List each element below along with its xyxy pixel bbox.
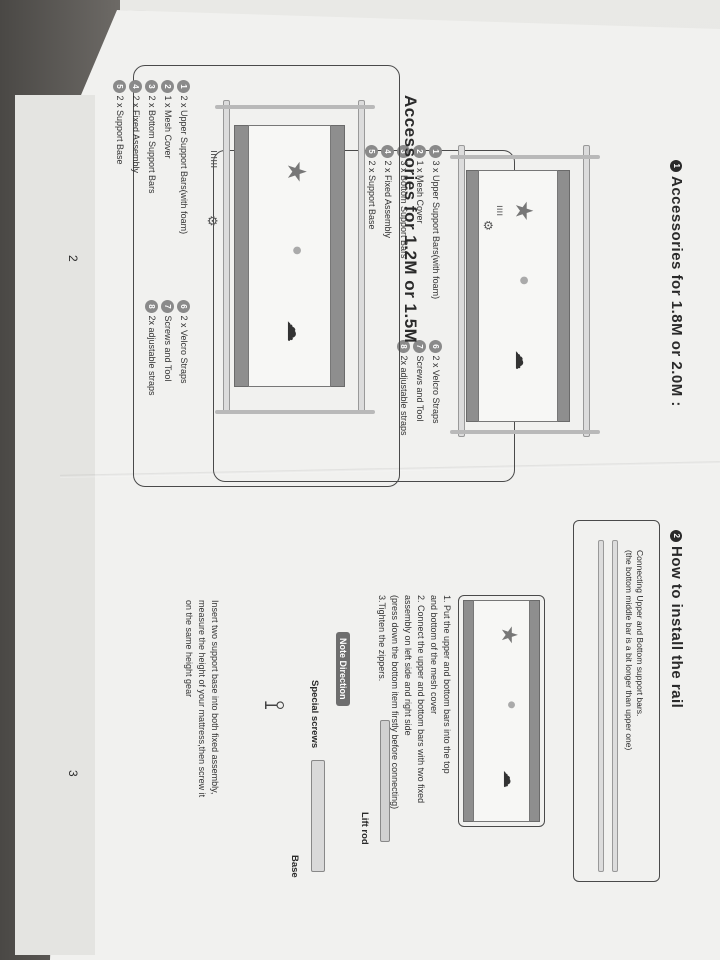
section2-star-icon: ★ <box>282 160 312 184</box>
section1-cloud-icon: ☁ <box>511 350 533 370</box>
section2-tool-icon: ⚙ <box>205 215 220 227</box>
section2-item: 8 2x adjustable straps <box>145 300 158 396</box>
install-heading: 2How to install the rail <box>668 530 685 708</box>
section2-item: 3 2 x Bottom Support Bars <box>145 80 158 234</box>
section1-item: 1 3 x Upper Support Bars(with foam) <box>429 145 442 299</box>
install-title: How to install the rail <box>668 546 685 709</box>
install-badge: 2 <box>669 530 682 542</box>
section1-screws-icon: ıııı <box>494 205 505 217</box>
support-text-line: Insert two support base into both fixed … <box>210 600 220 795</box>
special-screws-icon: ⟟ <box>259 700 290 711</box>
section2-cloud-icon: ☁ <box>283 320 308 342</box>
section1-heading: 1Accessories for 1.8M or 2.0M : <box>668 160 685 407</box>
install-connect-line2: (the bottom middle bar is a bit longer t… <box>624 550 634 751</box>
install-connect-line1: Connecting Upper and Bottom support bars… <box>635 550 645 717</box>
section1-star-icon: ★ <box>510 200 537 222</box>
section1-tool-icon: ⚙ <box>481 220 495 231</box>
section2-screws-icon: ıııııı <box>208 150 220 169</box>
special-screws-label: Special screws <box>309 680 320 749</box>
section2-bar-upper <box>358 100 365 412</box>
section2-item: 1 2 x Upper Support Bars(with foam) <box>177 80 190 234</box>
page-number-right: 3 <box>66 770 80 777</box>
support-text-line: measure the height of your mattress,then… <box>197 600 207 798</box>
section1-bar-lower <box>458 145 465 437</box>
page-number-left: 2 <box>66 255 80 262</box>
base-label: Base <box>289 855 300 878</box>
section2-fixed-assembly-right <box>215 410 375 414</box>
section2-item: 2 1 x Mesh Cover <box>161 80 174 234</box>
install-star-icon: ★ <box>497 625 522 645</box>
section1-bar-upper <box>583 145 590 437</box>
section1-fixed-assembly-right <box>450 430 600 434</box>
install-cloud-icon: ☁ <box>500 770 520 788</box>
sheet-under-layer <box>15 95 95 955</box>
section1-fixed-assembly-left <box>450 155 600 159</box>
section2-item: 5 2 x Support Base <box>113 80 126 234</box>
section1-badge: 1 <box>669 160 682 172</box>
section2-list-left: 1 2 x Upper Support Bars(with foam) 2 1 … <box>110 80 190 234</box>
install-connect-bar2 <box>598 540 604 872</box>
install-step: and bottom of the mesh cover <box>429 595 439 715</box>
section2-title: Accessories for 1.2M or 1.5M <box>401 95 420 344</box>
install-step: 2. Connect the upper and bottom bars wit… <box>416 595 426 804</box>
section1-bear-icon: ● <box>515 275 535 286</box>
section2-item: 4 2 x Fixed Assembly <box>129 80 142 234</box>
install-step: 1. Put the upper and bottom bars into th… <box>442 595 452 774</box>
support-text-line: on the same height gear <box>184 600 194 698</box>
lift-rod <box>380 720 390 842</box>
section2-bar-lower <box>223 100 230 412</box>
install-step: assembly on left side and right side <box>403 595 413 736</box>
install-support-text: Insert two support base into both fixed … <box>181 600 220 797</box>
fixed-assembly-base <box>311 760 325 872</box>
note-direction-label: Note Direction <box>336 632 350 706</box>
install-connect-bar1 <box>612 540 618 872</box>
section2-list-right: 6 2 x Velcro Straps 7 Screws and Tool 8 … <box>142 300 190 396</box>
section1-title: Accessories for 1.8M or 2.0M : <box>668 176 685 407</box>
section2-rail-top <box>329 125 345 387</box>
lift-rod-label: Lift rod <box>359 812 370 845</box>
section2-bear-icon: ● <box>288 245 308 256</box>
section2-fixed-assembly-left <box>215 105 375 109</box>
section1-item: 7 Screws and Tool <box>413 340 426 436</box>
section1-list-right: 6 2 x Velcro Straps 7 Screws and Tool 8 … <box>394 340 442 436</box>
section2-item: 7 Screws and Tool <box>161 300 174 396</box>
install-bear-icon: ● <box>503 700 520 710</box>
section2-item: 6 2 x Velcro Straps <box>177 300 190 396</box>
section1-rail-top <box>556 170 570 422</box>
section1-item: 6 2 x Velcro Straps <box>429 340 442 436</box>
install-step: (press down the bottom item firstly befo… <box>390 595 400 810</box>
